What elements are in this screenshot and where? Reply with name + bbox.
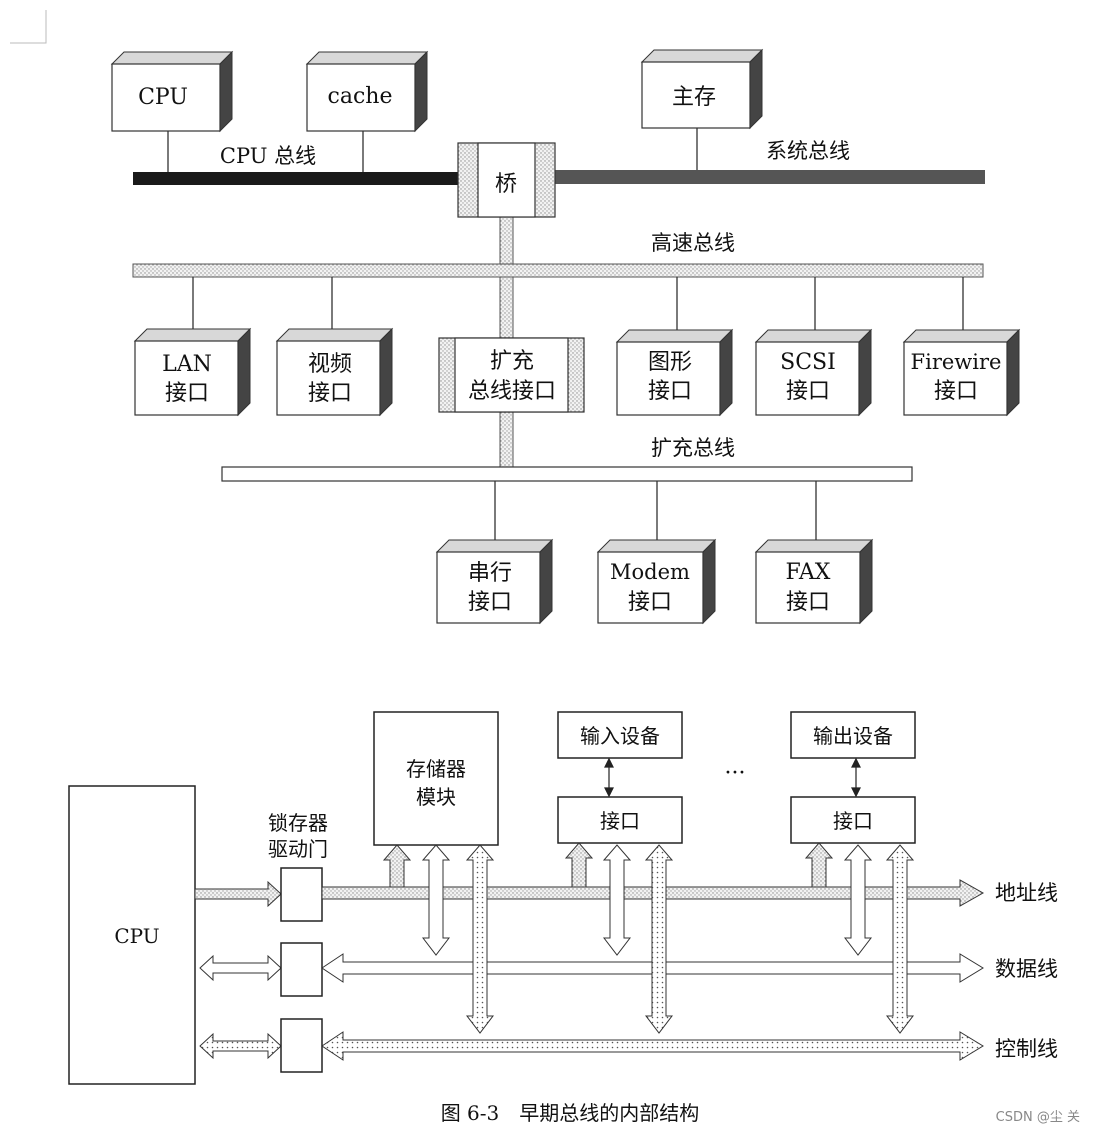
memory-label-2: 模块	[416, 785, 456, 809]
memory-module-box	[373, 711, 499, 846]
input-interface-label: 接口	[600, 809, 640, 833]
output-interface-label: 接口	[833, 809, 873, 833]
firewire-label-1: Firewire	[911, 350, 1002, 374]
latch-label-1: 锁存器	[268, 811, 328, 835]
expansion-bus-interface-box: 扩充 总线接口	[438, 337, 585, 413]
modem-label-1: Modem	[610, 560, 690, 584]
scsi-interface-box: SCSI 接口	[754, 328, 873, 417]
graphics-interface-box: 图形 接口	[615, 328, 734, 417]
lan-interface-box: LAN 接口	[133, 327, 252, 417]
modem-interface-box: Modem 接口	[596, 538, 717, 625]
output-address-arrow	[804, 842, 834, 888]
input-data-arrow	[602, 844, 632, 956]
control-line-arrow	[321, 1031, 984, 1061]
cpu-control-arrow	[199, 1032, 282, 1060]
output-interface-box	[790, 796, 916, 844]
bridge-box: 桥	[457, 142, 556, 218]
modem-label-2: 接口	[628, 590, 672, 615]
high-speed-bus-bar	[132, 263, 984, 278]
bridge-label: 桥	[495, 172, 517, 197]
scsi-label-2: 接口	[786, 379, 830, 404]
latch-box-control	[280, 1018, 323, 1073]
output-device-link-arrow	[851, 757, 861, 798]
latch-box-data	[280, 942, 323, 997]
fax-interface-box: FAX 接口	[754, 538, 874, 625]
memory-label-1: 存储器	[406, 757, 466, 781]
main-memory-label: 主存	[672, 85, 716, 110]
system-bus-label: 系统总线	[766, 139, 850, 163]
firewire-interface-box: Firewire 接口	[902, 328, 1021, 417]
csdn-watermark: CSDN @尘 关	[996, 1110, 1080, 1125]
input-device-label: 输入设备	[580, 724, 660, 748]
serial-interface-box: 串行 接口	[435, 538, 554, 625]
memory-data-arrow	[421, 844, 451, 956]
input-control-arrow	[644, 844, 674, 1034]
memory-control-arrow	[465, 844, 495, 1034]
data-line-label: 数据线	[995, 957, 1058, 981]
fax-label-2: 接口	[786, 590, 830, 615]
serial-label-1: 串行	[468, 561, 512, 586]
address-line-label: 地址线	[995, 881, 1058, 905]
graphics-label-1: 图形	[648, 350, 692, 375]
page-corner-mark	[10, 10, 47, 44]
expansion-interface-label-1: 扩充	[490, 349, 534, 374]
output-device-box	[790, 711, 916, 759]
main-memory-box: 主存	[640, 48, 764, 130]
lan-label-2: 接口	[165, 381, 209, 406]
latch-label-2: 驱动门	[268, 837, 328, 861]
cpu-bus-label: CPU 总线	[220, 144, 316, 168]
cache-box: cache	[305, 50, 429, 133]
control-line-label: 控制线	[995, 1037, 1058, 1061]
video-label-2: 接口	[308, 381, 352, 406]
input-device-box	[557, 711, 683, 759]
scsi-label-1: SCSI	[780, 350, 836, 375]
ellipsis: ···	[725, 761, 746, 786]
cpu-bus-bar	[133, 172, 460, 185]
video-interface-box: 视频 接口	[275, 327, 394, 417]
latch-box-address	[280, 867, 323, 922]
cpu-data-arrow	[199, 954, 282, 982]
input-interface-box	[557, 796, 683, 844]
top-cpu-box: CPU	[110, 50, 234, 133]
bottom-cpu-box	[68, 785, 196, 1085]
input-device-link-arrow	[604, 757, 614, 798]
figure-caption: 图 6-3 早期总线的内部结构	[441, 1101, 700, 1125]
firewire-label-2: 接口	[934, 379, 978, 404]
serial-label-2: 接口	[468, 590, 512, 615]
cpu-address-arrow	[194, 880, 282, 908]
cache-label: cache	[328, 84, 393, 109]
top-cpu-label: CPU	[138, 85, 188, 110]
memory-address-arrow	[382, 844, 412, 888]
bottom-cpu-label: CPU	[114, 924, 159, 948]
system-bus-bar	[555, 170, 985, 184]
video-label-1: 视频	[308, 352, 352, 377]
input-address-arrow	[564, 842, 594, 888]
graphics-label-2: 接口	[648, 379, 692, 404]
expansion-bus-label: 扩充总线	[651, 436, 735, 460]
expansion-bus-bar	[221, 466, 913, 482]
output-control-arrow	[885, 844, 915, 1034]
output-device-label: 输出设备	[813, 724, 893, 748]
lan-label-1: LAN	[162, 352, 212, 377]
fax-label-1: FAX	[786, 560, 831, 585]
output-data-arrow	[843, 844, 873, 956]
high-speed-bus-label: 高速总线	[651, 231, 735, 255]
expansion-interface-label-2: 总线接口	[468, 379, 556, 404]
